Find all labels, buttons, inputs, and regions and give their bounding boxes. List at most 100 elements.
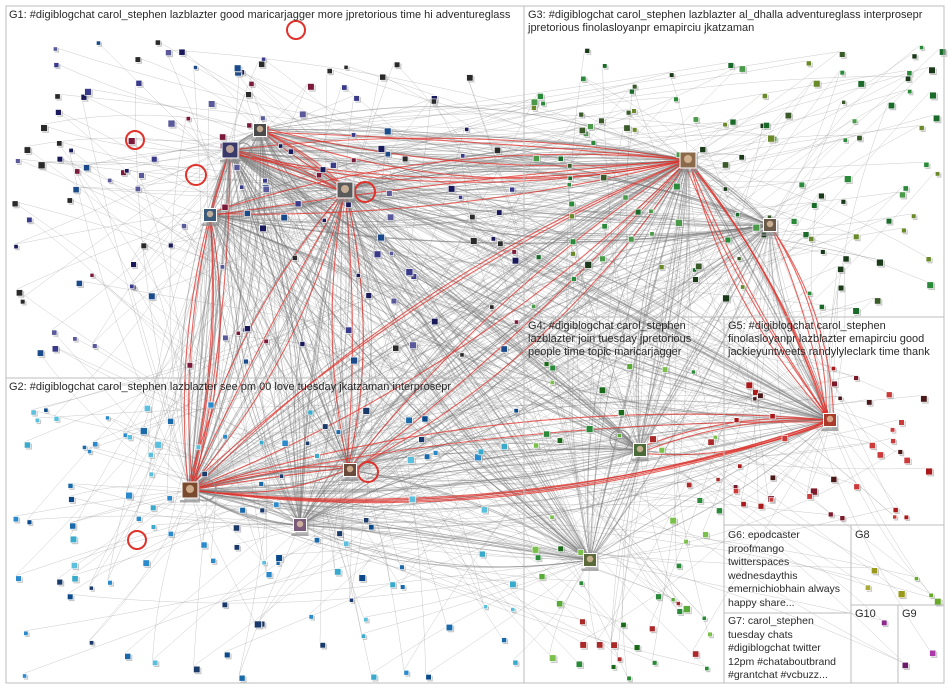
graph-edge [589,419,831,561]
graph-edge [580,75,771,226]
graph-node [262,185,270,193]
graph-edge [405,402,831,421]
graph-edge [344,189,771,243]
graph-node [598,386,607,394]
graph-edge [229,149,405,671]
graph-node [405,268,414,277]
graph-edge [259,129,351,471]
graph-node [692,650,700,658]
graph-edge [27,515,301,526]
graph-edge [829,285,839,421]
graph-edge [229,149,877,260]
graph-edge [687,159,833,423]
graph-node [531,546,540,554]
graph-edge [140,242,641,451]
graph-edge [674,159,689,564]
graph-node [632,84,638,90]
graph-node [201,470,208,477]
graph-node [811,202,818,209]
graph-edge [209,191,900,223]
graph-node [89,640,95,646]
graph-edge [299,477,717,526]
graph-node [757,392,764,399]
graph-edge [229,149,677,602]
graph-node [810,487,818,496]
graph-node [245,91,252,98]
graph-node [890,438,896,444]
graph-node [233,524,240,532]
graph-edge [229,89,908,163]
graph-node [11,200,19,208]
graph-edge [577,224,771,550]
graph-edge [15,189,346,576]
graph-edge [589,224,771,561]
graph-edge [769,70,841,226]
graph-edge [344,189,831,421]
graph-node [839,51,846,58]
graph-node [464,127,470,132]
graph-node [408,495,416,503]
graph-node [740,284,746,290]
graph-node [107,580,113,586]
graph-edge [639,186,724,451]
graph-edge [687,159,927,257]
graph-edge [349,469,591,561]
graph-edge [83,129,261,165]
self-loop [609,429,631,451]
graph-node [377,233,385,242]
graph-node [669,72,675,78]
graph-node [490,236,497,242]
graph-node [326,68,333,74]
graph-node [13,244,19,250]
graph-node [15,158,21,164]
graph-node [923,161,930,168]
graph-edge [259,129,301,526]
graph-node [51,329,58,336]
graph-node [500,443,508,450]
graph-node [423,453,431,460]
graph-edge [299,419,831,529]
graph-edge [639,159,689,451]
graph-node [798,181,805,189]
graph-edge [349,159,689,471]
graph-node [889,427,896,433]
graph-node [683,539,689,545]
graph-edge [349,449,641,471]
graph-node [934,171,941,177]
graph-edge [589,507,894,561]
graph-node [96,40,101,46]
graph-edge [349,88,630,471]
avatar-icon [766,220,774,228]
graph-edge [589,192,819,561]
graph-node [649,625,656,633]
graph-node [752,223,761,232]
group-label-g2: G2: #digiblogchat carol_stephen lazblazt… [9,381,452,393]
graph-node [928,66,936,74]
graph-node [316,172,323,179]
graph-edge [299,524,591,568]
graph-node [675,562,682,569]
graph-node [534,554,542,561]
graph-edge [148,189,346,294]
graph-node [345,201,352,208]
graph-edge [512,559,591,661]
graph-node [219,264,225,270]
graph-node [530,98,539,106]
graph-node [618,409,625,417]
graph-edge [622,194,771,226]
graph-edge [189,489,255,622]
graph-node [727,62,734,69]
graph-node [363,517,370,524]
graph-edge [68,148,591,561]
graph-edge [259,129,893,516]
graph-edge [588,124,625,561]
graph-node [71,575,79,583]
avatar-icon [586,555,594,563]
graph-node [549,379,555,385]
graph-node [841,100,847,105]
graph-node [299,341,306,347]
graph-edge [92,189,346,344]
graph-edge [189,84,342,491]
graph-edge [189,214,211,491]
graph-node [421,415,429,423]
